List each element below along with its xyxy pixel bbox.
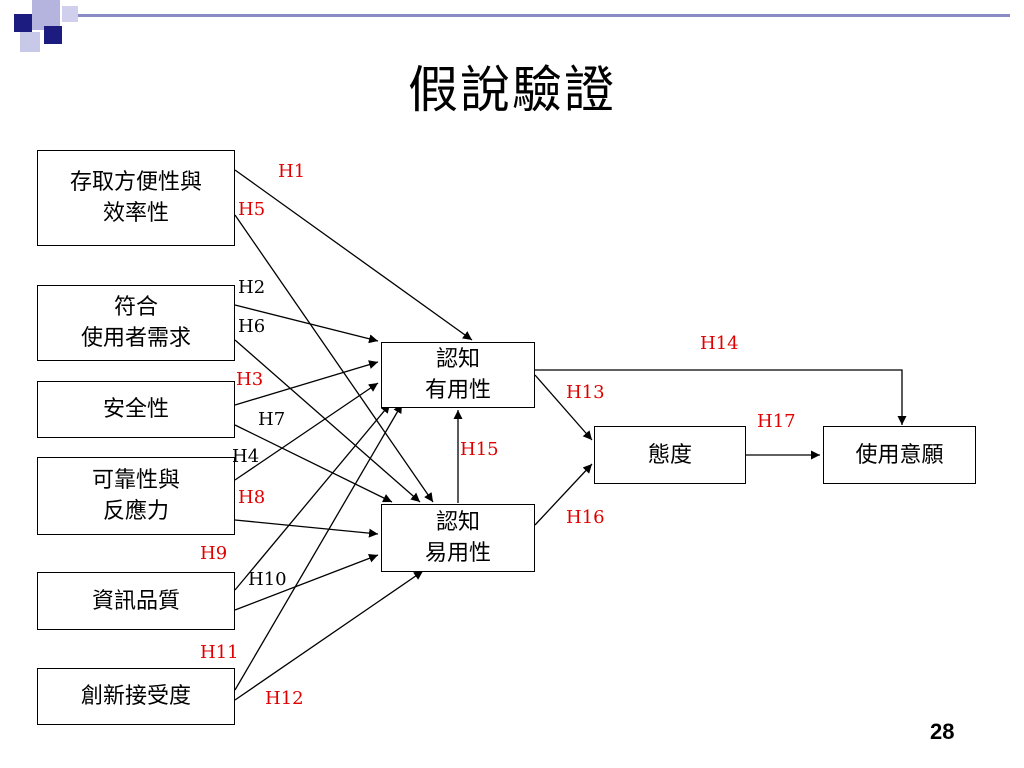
- arrow-h2: [234, 304, 379, 344]
- arrow-h8: [234, 519, 379, 538]
- label-h9: H9: [200, 543, 228, 564]
- corner-square-lilac: [32, 0, 60, 30]
- corner-square-lilac: [62, 6, 78, 22]
- label-h10: H10: [248, 569, 287, 590]
- label-h5: H5: [238, 199, 266, 220]
- box-information-quality: 資訊品質: [37, 572, 235, 630]
- box-meets-user-needs: 符合 使用者需求: [37, 285, 235, 361]
- corner-square-lilac: [20, 32, 40, 52]
- label-h2: H2: [238, 277, 266, 298]
- box-attitude: 態度: [594, 426, 746, 484]
- box-access-efficiency: 存取方便性與 效率性: [37, 150, 235, 246]
- arrow-h7: [234, 424, 393, 503]
- arrow-h3: [234, 360, 379, 406]
- arrow-h9: [234, 403, 391, 591]
- label-h1: H1: [278, 161, 306, 182]
- label-h14: H14: [700, 333, 739, 354]
- arrow-h4: [234, 382, 379, 481]
- box-innovation-acceptance: 創新接受度: [37, 668, 235, 725]
- label-h15: H15: [460, 439, 499, 460]
- box-usage-intention: 使用意願: [823, 426, 976, 484]
- arrow-h14: [535, 369, 907, 425]
- label-h12: H12: [265, 688, 304, 709]
- arrow-h10: [234, 554, 379, 611]
- corner-square-navy: [44, 26, 62, 44]
- box-reliability-responsiveness: 可靠性與 反應力: [37, 457, 235, 535]
- arrow-h6: [234, 339, 421, 503]
- label-h6: H6: [238, 316, 266, 337]
- label-h13: H13: [566, 382, 605, 403]
- label-h11: H11: [200, 642, 239, 663]
- label-h8: H8: [238, 487, 266, 508]
- box-security: 安全性: [37, 381, 235, 438]
- arrow-h12: [234, 570, 424, 701]
- label-h7: H7: [258, 409, 286, 430]
- slide-title: 假說驗證: [408, 61, 616, 119]
- arrow-h11: [234, 403, 403, 691]
- label-h17: H17: [757, 411, 796, 432]
- box-perceived-ease-of-use: 認知 易用性: [381, 504, 535, 572]
- box-perceived-usefulness: 認知 有用性: [381, 342, 535, 408]
- arrow-h1: [234, 169, 473, 341]
- page-number: 28: [930, 719, 955, 744]
- arrow-h16: [534, 463, 593, 526]
- label-h3: H3: [236, 369, 264, 390]
- top-rule: [78, 14, 1010, 17]
- arrow-h5: [234, 214, 434, 503]
- corner-square-navy: [14, 14, 32, 32]
- label-h4: H4: [232, 446, 260, 467]
- arrow-h13: [534, 374, 593, 441]
- label-h16: H16: [566, 507, 605, 528]
